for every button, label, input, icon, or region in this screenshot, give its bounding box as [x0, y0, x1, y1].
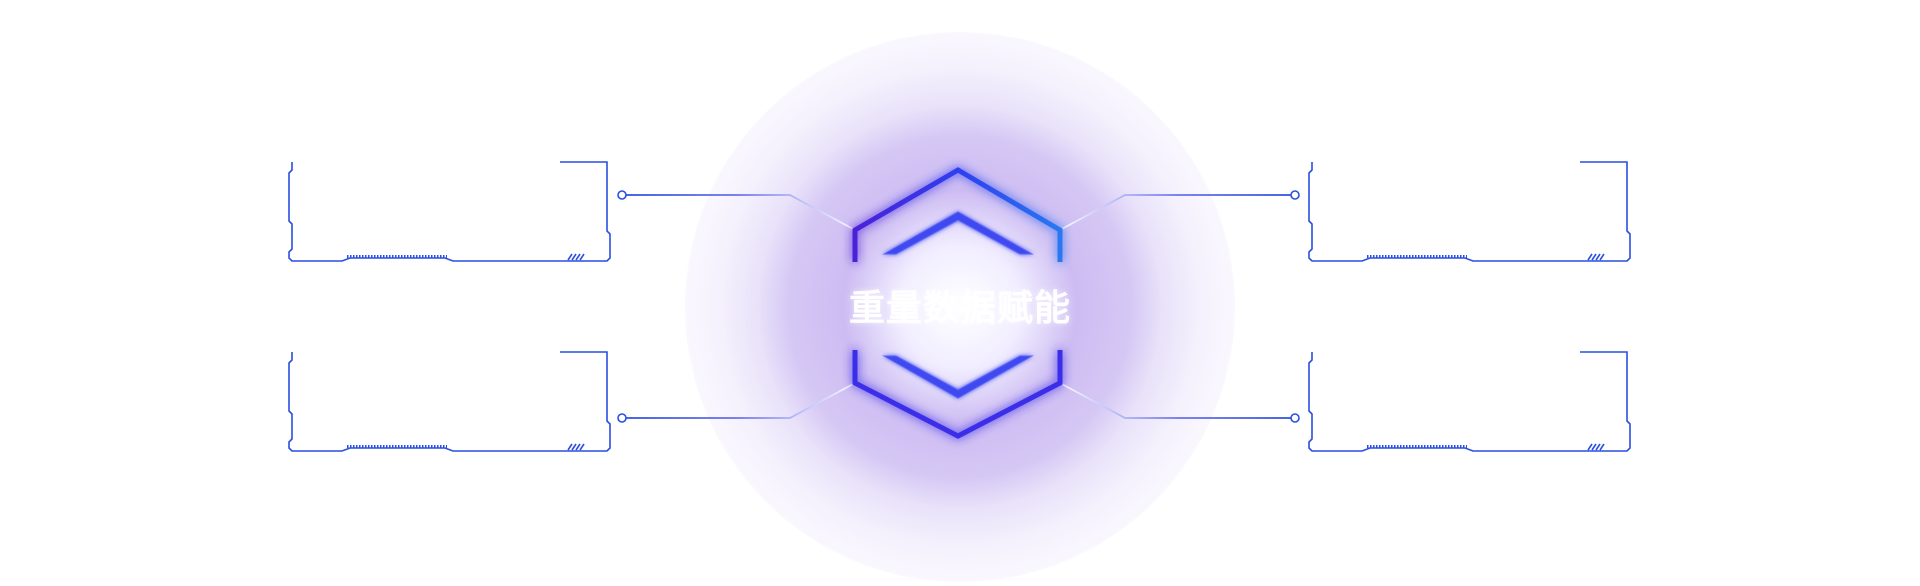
connector-top-right — [1059, 190, 1300, 231]
frame-bottom-right — [1307, 350, 1632, 453]
center-halo — [685, 32, 1235, 582]
frame-bottom-left — [287, 350, 612, 453]
connector-bottom-left — [617, 382, 856, 423]
chevron-down-icon — [882, 355, 1034, 399]
connector-top-left — [617, 190, 856, 231]
center-title: 重量数据赋能 — [848, 288, 1071, 329]
connector-bottom-right — [1059, 382, 1300, 423]
frame-top-right — [1307, 160, 1632, 263]
chevron-up-icon — [882, 211, 1034, 255]
hexagon-icon — [852, 167, 1063, 439]
frame-top-left — [287, 160, 612, 263]
